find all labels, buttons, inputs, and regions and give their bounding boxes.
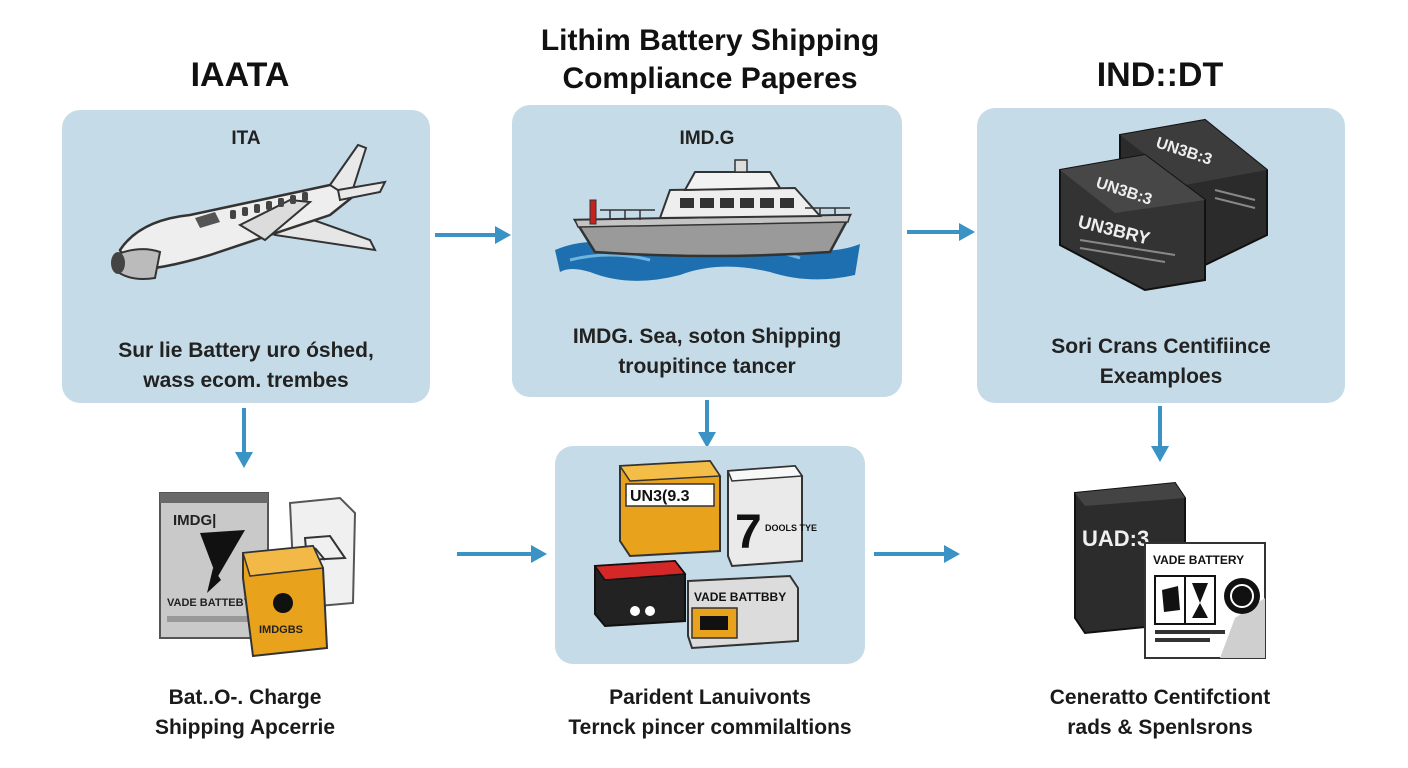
title-line-2: Compliance Paperes — [562, 62, 858, 95]
caption-air-line-2: Shipping Apcerrie — [154, 716, 336, 739]
sea-package-label-2: 7 — [735, 506, 762, 559]
caption-ground-line-2: rads & Spenlsrons — [1067, 716, 1253, 739]
panel-sea-text-line-2: troupitince tancer — [618, 355, 796, 378]
panel-sea-label: IMD.G — [679, 128, 735, 149]
panel-air-text-line-2: wass ecom. trembes — [143, 369, 349, 392]
sea-package-label-4: VADE BATTBBY — [694, 590, 786, 604]
caption-ground: Ceneratto Centifctiont rads & Spenlsrons — [1010, 683, 1310, 743]
sea-package-label-3: DOOLS TYE — [765, 523, 817, 533]
arrow-right-icon — [907, 223, 975, 241]
air-package-label-3: IMDGBS — [259, 624, 303, 636]
arrow-right-icon — [435, 226, 511, 244]
arrow-right-icon — [457, 545, 547, 563]
diagram-title: Lithim Battery Shipping Compliance Paper… — [450, 22, 970, 98]
caption-sea: Parident Lanuivonts Ternck pincer commil… — [520, 683, 900, 743]
panel-air-text: Sur lie Battery uro óshed, wass ecom. tr… — [62, 336, 430, 396]
ship-icon — [555, 159, 860, 281]
panel-ground-text-line-1: Sori Crans Centifiince — [1051, 335, 1271, 358]
panel-ground-text-line-2: Exeamploes — [1099, 365, 1223, 388]
title-line-1: Lithim Battery Shipping — [540, 24, 880, 57]
caption-sea-line-1: Parident Lanuivonts — [609, 686, 811, 709]
panel-ground-text: Sori Crans Centifiince Exeamploes — [977, 332, 1345, 392]
panel-sea-text: IMDG. Sea, soton Shipping troupitince ta… — [512, 322, 902, 382]
sea-packages-illustration: UN3(9.3 7 DOOLS TYE VADE BATTBBY — [593, 459, 817, 650]
arrow-down-icon — [235, 408, 253, 468]
panel-sea-text-line-1: IMDG. Sea, soton Shipping — [572, 325, 842, 348]
sea-package-label-1: UN3(9.3 — [630, 488, 690, 505]
ground-certificate-illustration: UAD:3 VADE BATTERY — [1074, 481, 1266, 659]
arrow-right-icon — [874, 545, 960, 563]
arrow-down-icon — [698, 400, 716, 448]
air-package-label-2: VADE BATTEBY — [167, 597, 252, 609]
panel-air-label: ITA — [231, 128, 261, 149]
battery-box-icon: UN3B:3 UN3B:3 UN3BRY — [1059, 118, 1268, 292]
caption-air-line-1: Bat..O-. Charge — [168, 686, 322, 709]
air-package-label-1: IMDG| — [173, 512, 216, 529]
heading-iaata: IAATA — [190, 56, 290, 94]
ground-box-label-4: UAD:3 — [1082, 526, 1149, 551]
ground-certificate-title: VADE BATTERY — [1153, 553, 1244, 567]
heading-inddt: IND::DT — [1096, 56, 1224, 94]
arrow-down-icon — [1151, 406, 1169, 462]
panel-air-text-line-1: Sur lie Battery uro óshed, — [118, 339, 374, 362]
air-packages-illustration: IMDG| VADE BATTEBY IMDGBS — [159, 492, 357, 658]
airplane-icon — [111, 143, 387, 280]
caption-sea-line-2: Ternck pincer commilaltions — [568, 716, 852, 739]
caption-ground-line-1: Ceneratto Centifctiont — [1049, 686, 1271, 709]
caption-air: Bat..O-. Charge Shipping Apcerrie — [100, 683, 390, 743]
